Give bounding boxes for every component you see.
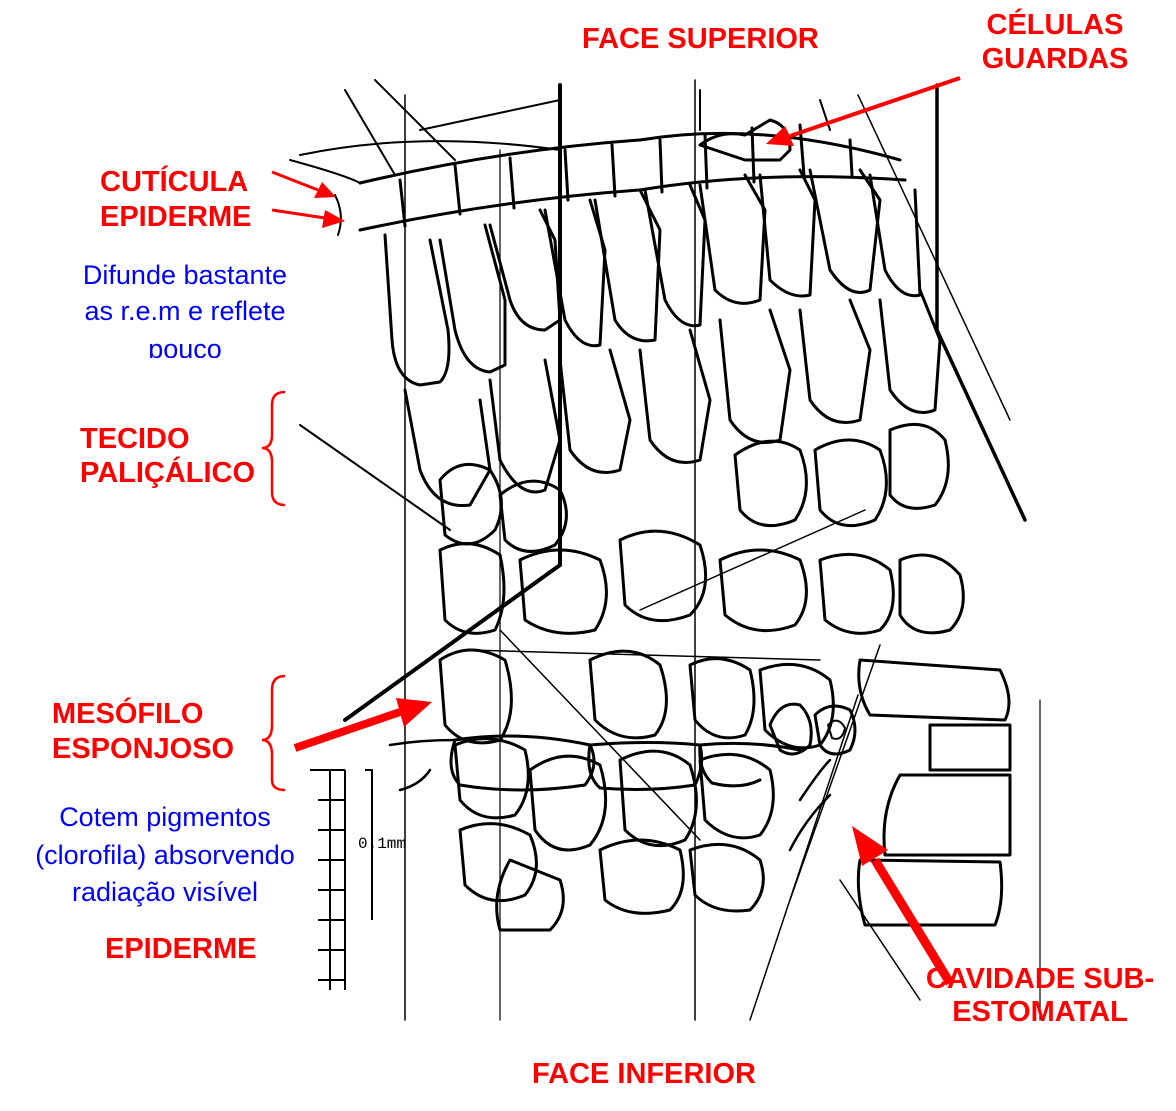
brackets	[262, 392, 285, 790]
arrow-cuticula	[272, 172, 318, 190]
mesofilo-note-line3: radiação visível	[5, 875, 325, 909]
label-epiderme-top: EPIDERME	[100, 200, 251, 234]
label-face-inferior: FACE INFERIOR	[532, 1057, 756, 1091]
epiderme-note-line3: pouco	[40, 332, 330, 358]
label-celulas-guardas-line2: GUARDAS	[955, 42, 1155, 76]
epiderme-note-line2: as r.e.m e reflete	[40, 294, 330, 328]
label-cavidade-line1: CAVIDADE SUB-	[905, 962, 1175, 996]
label-mesofilo-line1: MESÓFILO	[52, 697, 203, 731]
bracket-mesofilo	[262, 676, 285, 790]
arrowhead-epiderme-bottom	[396, 698, 432, 727]
label-face-superior: FACE SUPERIOR	[582, 22, 819, 56]
label-epiderme-bottom: EPIDERME	[105, 932, 256, 966]
label-tecido-line1: TECIDO	[80, 422, 190, 456]
label-cuticula: CUTÍCULA	[100, 165, 248, 199]
leaf-tissue	[290, 80, 1040, 1020]
label-cavidade-line2: ESTOMATAL	[905, 995, 1175, 1029]
mesofilo-note-line2: (clorofila) absorvendo	[5, 838, 325, 872]
bracket-tecido	[262, 392, 285, 505]
label-mesofilo-line2: ESPONJOSO	[52, 732, 234, 766]
label-celulas-guardas-line1: CÉLULAS	[955, 8, 1155, 42]
scale-bar-label: 0.1mm	[358, 835, 406, 853]
arrow-epiderme-top	[272, 210, 325, 218]
epiderme-note-line1: Difunde bastante	[40, 258, 330, 292]
arrow-celulas-guardas	[790, 78, 960, 136]
mesofilo-note-line1: Cotem pigmentos	[5, 800, 325, 834]
label-tecido-line2: PALIÇÁLICO	[80, 456, 255, 490]
epiderme-note: Difunde bastante as r.e.m e reflete pouc…	[40, 258, 330, 358]
